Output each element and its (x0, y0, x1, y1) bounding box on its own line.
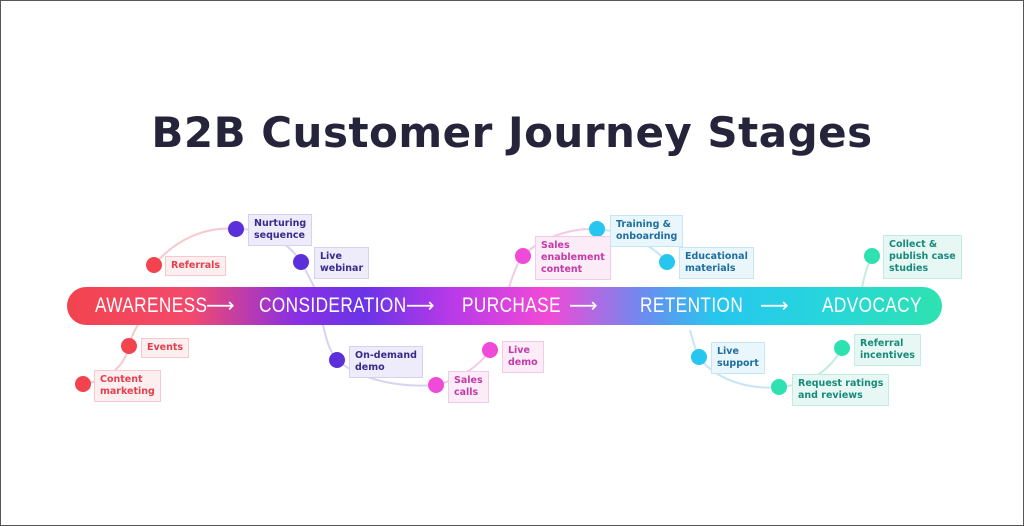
curve-awareness-top (153, 227, 237, 266)
touchpoint-events: Events (141, 338, 190, 358)
touchpoint-training-onboarding: Training & onboarding (610, 215, 684, 247)
arrow-right-icon: ⟶ (569, 293, 598, 317)
dot-on-demand-demo (329, 352, 345, 368)
dot-case-studies (864, 248, 880, 264)
dot-live-webinar (293, 254, 309, 270)
touchpoint-live-webinar: Live webinar (314, 247, 370, 279)
touchpoint-sales-enablement-content: Sales enablement content (535, 236, 611, 280)
dot-training (589, 221, 605, 237)
dot-referrals (146, 257, 162, 273)
stage-advocacy: ADVOCACY (822, 294, 922, 317)
stage-purchase: PURCHASE (462, 294, 561, 317)
touchpoint-referrals: Referrals (165, 256, 227, 276)
dot-sales-calls (428, 377, 444, 393)
dot-content-marketing (75, 376, 91, 392)
dot-ratings-reviews (771, 379, 787, 395)
arrow-right-icon: ⟶ (406, 293, 435, 317)
dot-educational (659, 254, 675, 270)
dot-nurturing-sequence (228, 221, 244, 237)
touchpoint-referral-incentives: Referral incentives (854, 334, 921, 366)
touchpoint-sales-calls: Sales calls (448, 371, 489, 403)
dot-referral-incentives (834, 340, 850, 356)
touchpoint-content-marketing: Content marketing (94, 370, 161, 402)
dot-sales-enablement (515, 248, 531, 264)
stage-awareness: AWARENESS (95, 294, 208, 317)
stage-retention: RETENTION (640, 294, 744, 317)
touchpoint-ratings-reviews: Request ratings and reviews (792, 374, 890, 406)
touchpoint-case-studies: Collect & publish case studies (883, 235, 962, 279)
touchpoint-live-demo: Live demo (502, 341, 544, 373)
dot-live-demo (482, 342, 498, 358)
arrow-right-icon: ⟶ (206, 293, 235, 317)
journey-bar (67, 287, 942, 325)
touchpoint-nurturing-sequence: Nurturing sequence (248, 214, 313, 246)
dot-live-support (691, 349, 707, 365)
touchpoint-educational-materials: Educational materials (679, 247, 754, 279)
arrow-right-icon: ⟶ (760, 293, 789, 317)
dot-events (121, 338, 137, 354)
stage-consideration: CONSIDERATION (259, 294, 407, 317)
page-title: B2B Customer Journey Stages (151, 108, 873, 157)
touchpoint-on-demand-demo: On-demand demo (349, 346, 423, 378)
touchpoint-live-support: Live support (711, 342, 765, 374)
